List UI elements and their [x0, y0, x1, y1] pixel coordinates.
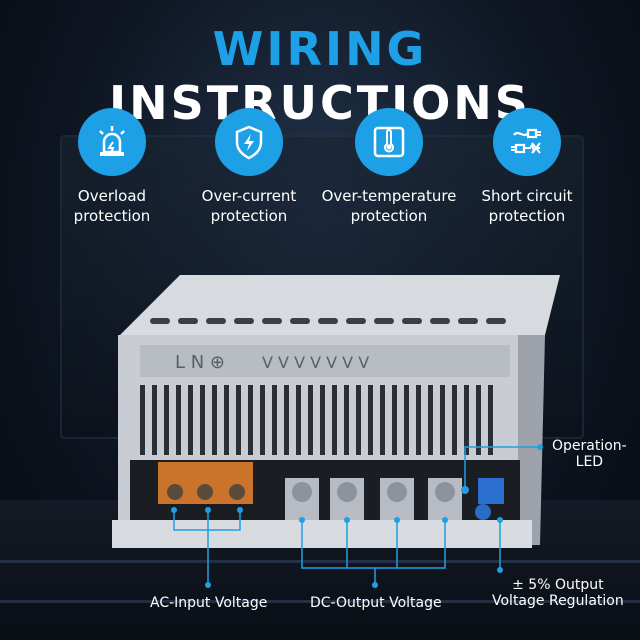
ac-screw	[197, 484, 213, 500]
feature-line2: protection	[210, 207, 288, 225]
page-title: WIRING INSTRUCTIONS	[0, 22, 640, 130]
floor-line	[0, 560, 640, 563]
feature-line1: Over-temperature	[321, 187, 457, 205]
feature-line1: Short circuit	[481, 187, 573, 205]
terminal-label-strip	[140, 345, 510, 377]
ac-screw	[167, 484, 183, 500]
feature-line2: protection	[350, 207, 428, 225]
psu-bottom-lip	[112, 520, 532, 548]
capacitor	[475, 504, 491, 520]
ac-screw	[229, 484, 245, 500]
top-vent-slots	[150, 318, 506, 324]
ac-input-callout: AC-Input Voltage	[150, 595, 268, 611]
floor-line	[0, 600, 640, 603]
thermometer-icon	[355, 108, 423, 176]
feature-line1: Overload	[77, 187, 147, 205]
feature-over-temperature: Over-temperature protection	[314, 108, 464, 226]
led-callout-line	[464, 446, 540, 490]
title-rest: INSTRUCTIONS	[109, 76, 531, 130]
callout-line1: ± 5% Output	[512, 577, 604, 593]
title-accent: WIRING	[212, 22, 428, 76]
feature-short-circuit: Short circuit protection	[452, 108, 602, 226]
dc-callout-line	[301, 520, 446, 569]
callout-line2: LED	[575, 454, 604, 470]
callout-line1: Operation-	[552, 438, 627, 454]
alarm-light-icon	[78, 108, 146, 176]
operation-led-callout: Operation- LED	[552, 438, 627, 470]
ac-callout-line	[173, 510, 209, 585]
shield-bolt-icon	[215, 108, 283, 176]
voltage-regulation-callout: ± 5% Output Voltage Regulation	[492, 577, 624, 609]
psu-side-right	[518, 335, 545, 545]
terminal-label-left: L N ⊕	[175, 352, 225, 373]
psu-top-cover	[120, 275, 560, 335]
front-vent-slots	[140, 385, 493, 455]
dc-terminals	[285, 478, 462, 522]
feature-overload: Overload protection	[37, 108, 187, 226]
dc-output-callout: DC-Output Voltage	[310, 595, 442, 611]
feature-line2: protection	[488, 207, 566, 225]
terminal-label-right: V V V V V V V	[262, 353, 369, 372]
plug-short-icon	[493, 108, 561, 176]
potentiometer	[478, 478, 504, 504]
feature-over-current: Over-current protection	[174, 108, 324, 226]
callout-line2: Voltage Regulation	[492, 593, 624, 609]
feature-line2: protection	[73, 207, 151, 225]
feature-line1: Over-current	[201, 187, 297, 205]
